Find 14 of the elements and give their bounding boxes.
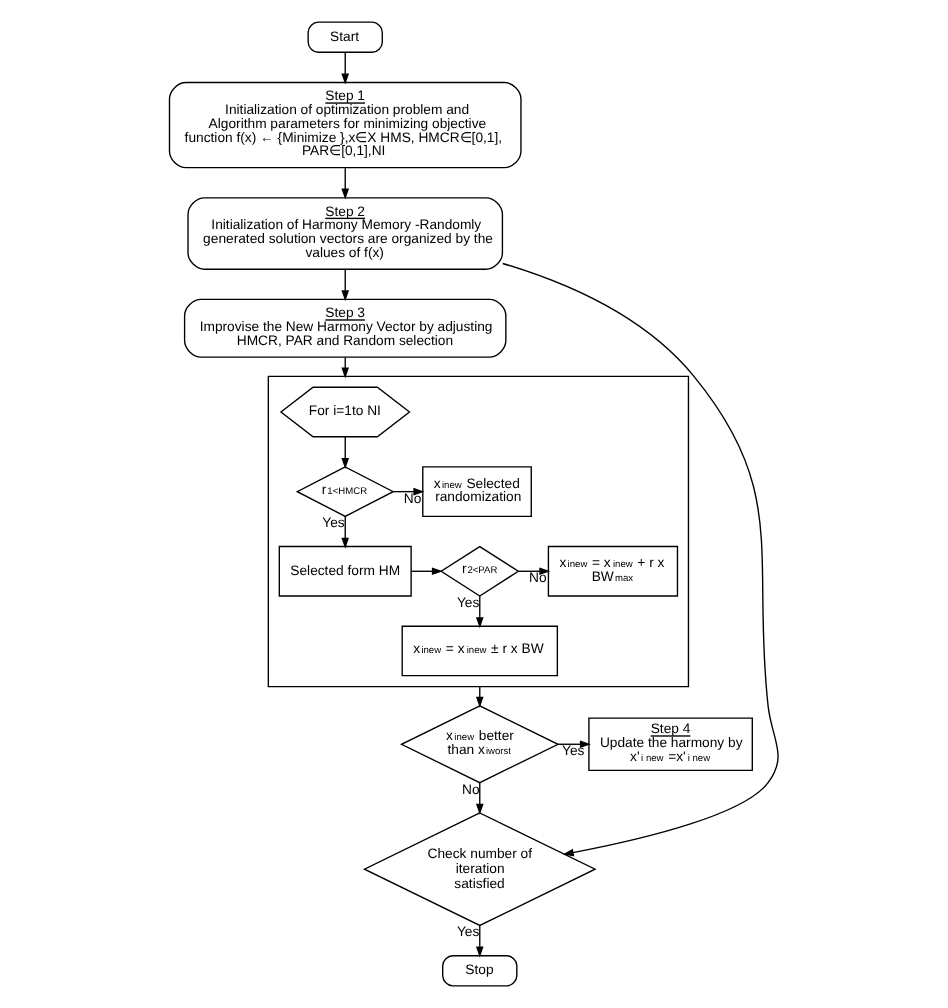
arrow	[341, 436, 350, 469]
arrow	[502, 262, 779, 857]
arrow	[557, 740, 591, 749]
arrow	[341, 269, 350, 302]
arrow	[475, 782, 484, 815]
arrow	[475, 925, 484, 958]
cluster	[267, 375, 690, 688]
arrow	[341, 515, 350, 549]
arrow	[475, 595, 484, 629]
arrow	[341, 51, 350, 85]
arrow	[518, 567, 551, 576]
arrow	[392, 487, 425, 496]
arrow	[410, 567, 443, 576]
arrow	[341, 167, 350, 200]
